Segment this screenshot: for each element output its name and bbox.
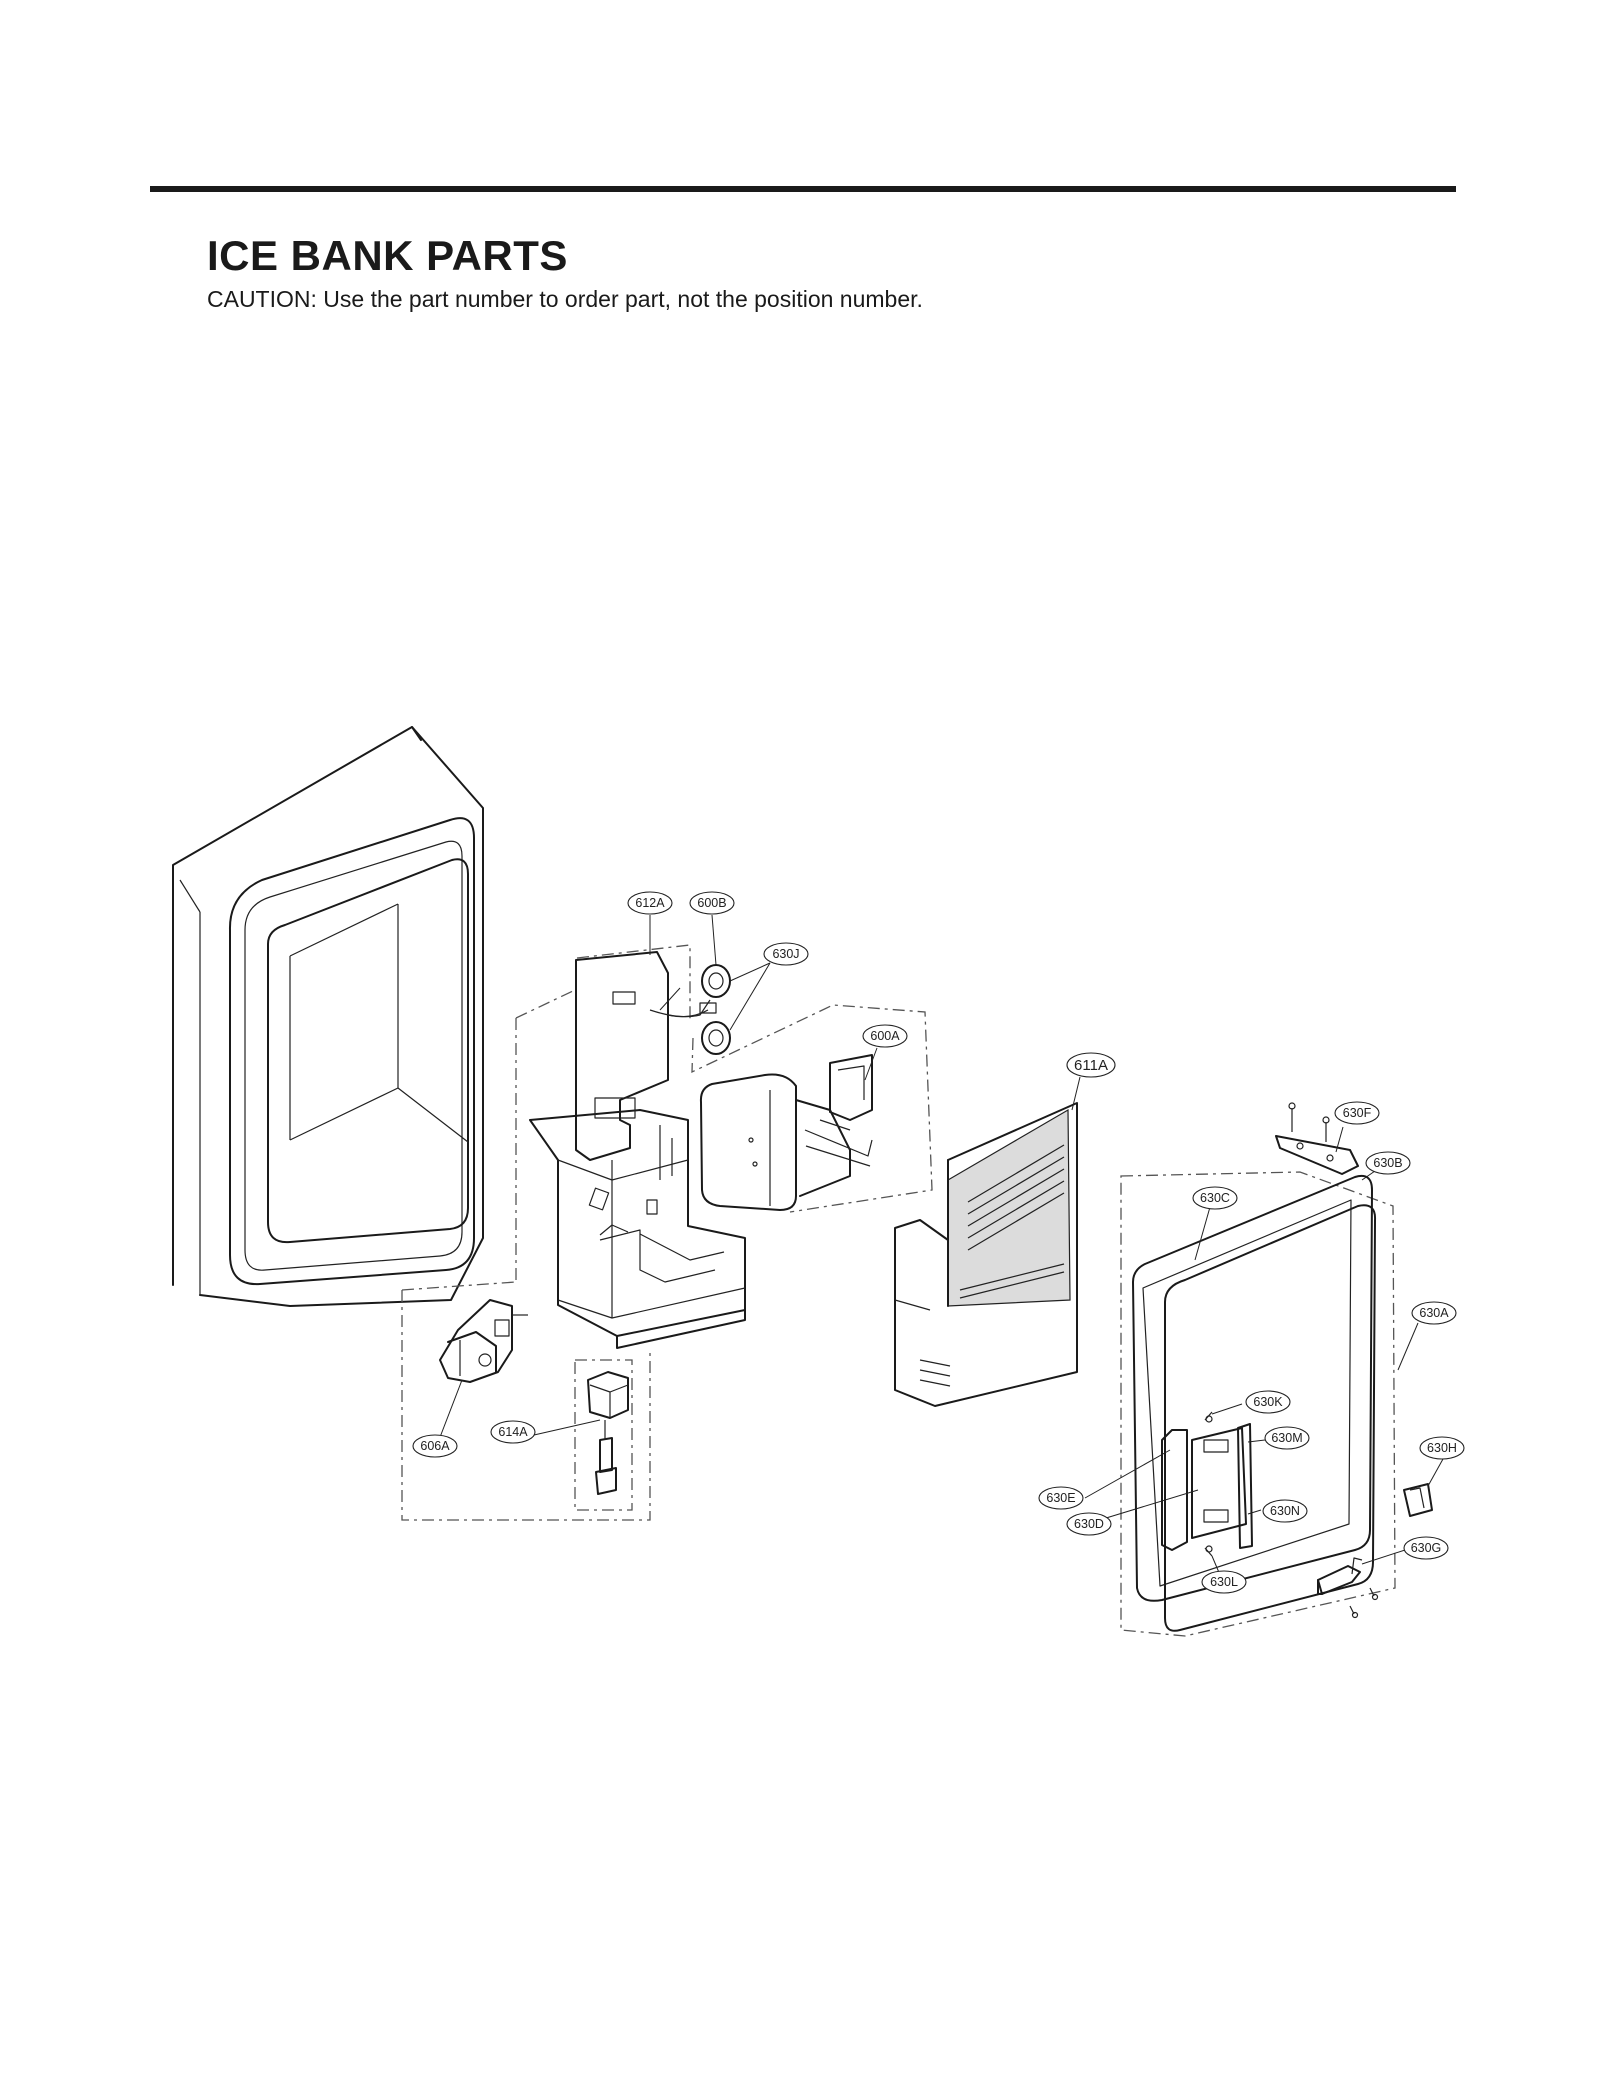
- solenoid-group: [574, 1359, 633, 1511]
- callout-630G: 630G: [1403, 1536, 1449, 1560]
- sensor-pair: [667, 964, 731, 1055]
- svg-text:630C: 630C: [1200, 1191, 1230, 1205]
- auger-motor-group: [401, 1281, 651, 1521]
- ice-maker-bracket: [515, 944, 746, 1349]
- ice-maker-assembly: [691, 1004, 933, 1213]
- leader-lines: [436, 914, 1444, 1583]
- svg-text:630B: 630B: [1373, 1156, 1402, 1170]
- page-title: ICE BANK PARTS: [207, 232, 568, 279]
- svg-text:630D: 630D: [1074, 1517, 1104, 1531]
- svg-text:630F: 630F: [1343, 1106, 1372, 1120]
- callout-630F: 630F: [1334, 1101, 1380, 1125]
- callout-600A: 600A: [862, 1024, 908, 1048]
- callout-630H: 630H: [1419, 1436, 1465, 1460]
- svg-text:612A: 612A: [635, 896, 665, 910]
- svg-text:606A: 606A: [420, 1439, 450, 1453]
- svg-text:611A: 611A: [1074, 1057, 1108, 1074]
- callout-630E: 630E: [1038, 1486, 1084, 1510]
- callout-614A: 614A: [490, 1420, 536, 1444]
- ice-bin-cover: [894, 1102, 1078, 1407]
- door-liner: [172, 726, 484, 1307]
- callout-630D: 630D: [1066, 1512, 1112, 1536]
- callout-611A: 611A: [1066, 1052, 1116, 1078]
- svg-text:630A: 630A: [1419, 1306, 1449, 1320]
- svg-text:630J: 630J: [772, 947, 799, 961]
- svg-text:630G: 630G: [1411, 1541, 1442, 1555]
- callout-630N: 630N: [1262, 1499, 1308, 1523]
- top-rule: [150, 186, 1456, 192]
- svg-text:600B: 600B: [697, 896, 726, 910]
- callout-612A: 612A: [627, 891, 673, 915]
- svg-text:630H: 630H: [1427, 1441, 1457, 1455]
- svg-text:630K: 630K: [1253, 1395, 1283, 1409]
- callout-630B: 630B: [1365, 1151, 1411, 1175]
- svg-text:630M: 630M: [1271, 1431, 1302, 1445]
- svg-text:600A: 600A: [870, 1029, 900, 1043]
- callout-630J: 630J: [763, 942, 809, 966]
- callout-600B: 600B: [689, 891, 735, 915]
- callout-630C: 630C: [1192, 1186, 1238, 1210]
- callout-630A: 630A: [1411, 1301, 1457, 1325]
- svg-text:630N: 630N: [1270, 1504, 1300, 1518]
- svg-text:614A: 614A: [498, 1425, 528, 1439]
- svg-text:630L: 630L: [1210, 1575, 1238, 1589]
- caution-note: CAUTION: Use the part number to order pa…: [207, 286, 923, 312]
- callout-630K: 630K: [1245, 1390, 1291, 1414]
- callout-630L: 630L: [1201, 1570, 1247, 1594]
- svg-text:630E: 630E: [1046, 1491, 1075, 1505]
- callout-630M: 630M: [1264, 1426, 1310, 1450]
- callout-606A: 606A: [412, 1434, 458, 1458]
